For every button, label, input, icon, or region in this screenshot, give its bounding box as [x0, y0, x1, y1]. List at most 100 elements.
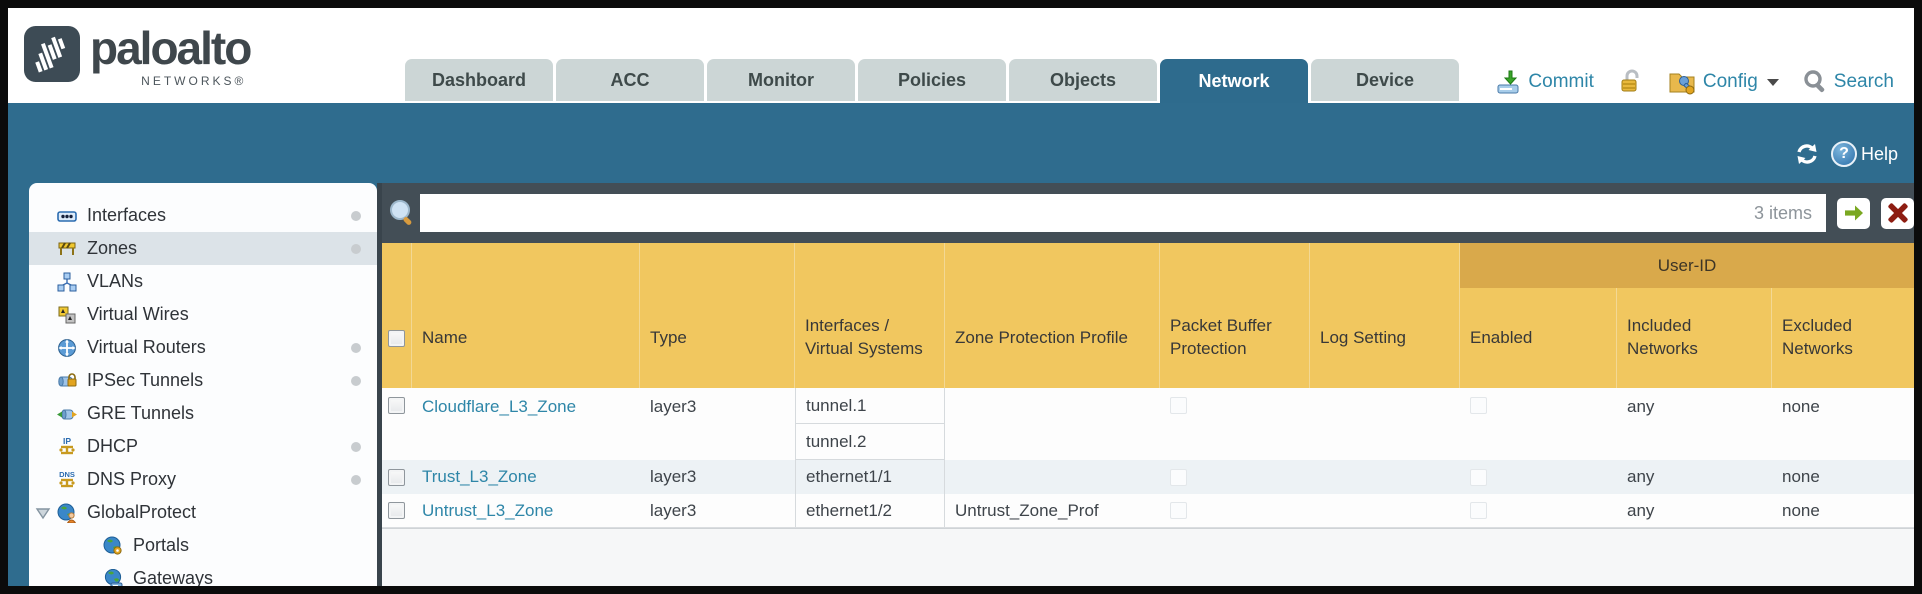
table-empty-area	[382, 528, 1914, 586]
globalprotect-icon	[55, 502, 79, 524]
sidebar-item-portals[interactable]: Portals	[29, 529, 377, 562]
zone-protection-profile-cell: Untrust_Zone_Prof	[955, 500, 1099, 520]
apply-filter-button[interactable]	[1837, 197, 1870, 229]
interface-item: ethernet1/1	[806, 466, 893, 486]
sidebar-item-zones[interactable]: Zones	[29, 232, 377, 265]
help-button[interactable]: ? Help	[1830, 141, 1898, 167]
tab-policies[interactable]: Policies	[858, 59, 1006, 101]
svg-text:IP: IP	[63, 436, 71, 446]
row-checkbox[interactable]	[388, 468, 405, 486]
sidebar-item-label: Interfaces	[87, 205, 167, 225]
sidebar-item-globalprotect[interactable]: GlobalProtect	[29, 496, 377, 529]
sidebar-item-dns-proxy[interactable]: DNS DNS Proxy	[29, 463, 377, 496]
column-header-zone-protection-profile[interactable]: Zone Protection Profile	[945, 243, 1160, 388]
filter-bar: 3 items	[382, 183, 1914, 243]
band-tools: ? Help	[1793, 138, 1898, 170]
packet-buffer-protection-checkbox[interactable]	[1170, 468, 1187, 486]
sidebar-item-label: Virtual Wires	[87, 304, 189, 324]
clear-filter-button[interactable]	[1881, 197, 1914, 229]
column-header-enabled[interactable]: Enabled	[1460, 243, 1617, 388]
zone-protection-profile-cell	[945, 388, 1160, 460]
sidebar-item-gre-tunnels[interactable]: GRE Tunnels	[29, 397, 377, 430]
sidebar-item-ipsec-tunnels[interactable]: IPSec Tunnels	[29, 364, 377, 397]
items-count: 3 items	[1753, 202, 1812, 223]
sidebar-item-virtual-wires[interactable]: Virtual Wires	[29, 298, 377, 331]
red-x-icon	[1887, 203, 1908, 223]
packet-buffer-protection-checkbox[interactable]	[1170, 397, 1187, 414]
commit-icon	[1497, 70, 1519, 94]
column-header-excluded-networks[interactable]: Excluded Networks	[1782, 316, 1853, 358]
table-row: Untrust_L3_Zone layer3 ethernet1/2 Untru…	[382, 494, 1914, 528]
zone-type-cell: layer3	[650, 467, 697, 486]
tab-monitor[interactable]: Monitor	[707, 59, 855, 101]
sidebar-item-interfaces[interactable]: Interfaces	[29, 199, 377, 232]
unlocked-padlock-icon[interactable]	[1618, 68, 1644, 96]
config-icon	[1669, 73, 1695, 95]
tab-acc[interactable]: ACC	[556, 59, 704, 101]
packet-buffer-protection-checkbox[interactable]	[1170, 502, 1187, 519]
vlans-icon	[55, 271, 79, 293]
help-label: Help	[1860, 143, 1898, 164]
refresh-icon[interactable]	[1793, 140, 1821, 168]
virtual-wires-icon	[55, 304, 79, 326]
filter-input[interactable]: 3 items	[420, 194, 1826, 232]
column-header-included-networks[interactable]: Included Networks	[1617, 243, 1772, 388]
zone-name-link[interactable]: Cloudflare_L3_Zone	[422, 397, 577, 416]
sidebar-item-dhcp[interactable]: IP DHCP	[29, 430, 377, 463]
user-id-group-header: User-ID	[1460, 243, 1914, 288]
sidebar-item-label: GRE Tunnels	[87, 403, 195, 423]
zone-name-link[interactable]: Untrust_L3_Zone	[422, 500, 554, 520]
status-dot	[351, 244, 361, 254]
interface-item: ethernet1/2	[806, 500, 893, 520]
excluded-networks-cell: none	[1782, 467, 1820, 486]
portals-icon	[101, 535, 125, 557]
app-window: paloalto NETWORKS® Dashboard ACC Monitor…	[8, 8, 1914, 586]
search-label: Search	[1833, 71, 1894, 92]
user-id-enabled-checkbox[interactable]	[1470, 468, 1487, 486]
sidebar-item-gateways[interactable]: Gateways	[29, 562, 377, 586]
tab-device[interactable]: Device	[1311, 59, 1459, 101]
config-menu-button[interactable]: Config	[1668, 68, 1779, 96]
commit-button[interactable]: Commit	[1495, 68, 1594, 96]
sidebar-item-label: Gateways	[133, 568, 214, 586]
svg-text:DNS: DNS	[59, 470, 75, 479]
network-sidebar: Interfaces Zones VLANs Virtual Wires	[29, 183, 377, 586]
column-header-type[interactable]: Type	[640, 243, 795, 388]
zones-table-header: User-ID Name Type Interfaces / Virtual S…	[382, 243, 1914, 388]
interfaces-icon	[55, 205, 79, 227]
user-id-enabled-checkbox[interactable]	[1470, 502, 1487, 519]
brand-name: paloalto	[90, 22, 252, 74]
select-all-header-cell	[382, 243, 412, 388]
sidebar-item-virtual-routers[interactable]: Virtual Routers	[29, 331, 377, 364]
status-dot	[351, 442, 361, 452]
status-dot	[351, 475, 361, 485]
expander-triangle-icon[interactable]	[35, 505, 51, 521]
sidebar-item-label: IPSec Tunnels	[87, 370, 204, 390]
dns-proxy-icon: DNS	[55, 469, 79, 491]
tab-network[interactable]: Network	[1160, 59, 1308, 103]
column-header-interfaces[interactable]: Interfaces / Virtual Systems	[795, 243, 945, 388]
commit-label: Commit	[1528, 71, 1594, 92]
user-id-enabled-checkbox[interactable]	[1470, 397, 1487, 414]
column-header-name[interactable]: Name	[412, 243, 640, 388]
paloalto-logo: paloalto NETWORKS®	[24, 20, 252, 88]
search-button[interactable]: Search	[1803, 69, 1894, 95]
sidebar-item-label: Zones	[87, 238, 138, 258]
filter-search-icon[interactable]	[387, 197, 417, 229]
column-header-log-setting[interactable]: Log Setting	[1310, 243, 1460, 388]
brand-subtitle: NETWORKS®	[141, 74, 247, 88]
zone-name-link[interactable]: Trust_L3_Zone	[422, 467, 537, 486]
config-label: Config	[1702, 71, 1758, 92]
select-all-checkbox[interactable]	[388, 329, 405, 347]
help-icon: ?	[1830, 141, 1857, 167]
column-header-packet-buffer-protection[interactable]: Packet Buffer Protection	[1160, 243, 1310, 388]
excluded-networks-cell: none	[1782, 397, 1820, 416]
row-checkbox[interactable]	[388, 397, 405, 414]
tab-dashboard[interactable]: Dashboard	[405, 59, 553, 101]
excluded-networks-cell: none	[1782, 500, 1820, 520]
tab-objects[interactable]: Objects	[1009, 59, 1157, 101]
status-dot	[351, 343, 361, 353]
row-checkbox[interactable]	[388, 502, 405, 519]
sidebar-item-vlans[interactable]: VLANs	[29, 265, 377, 298]
gre-tunnels-icon	[55, 403, 79, 425]
